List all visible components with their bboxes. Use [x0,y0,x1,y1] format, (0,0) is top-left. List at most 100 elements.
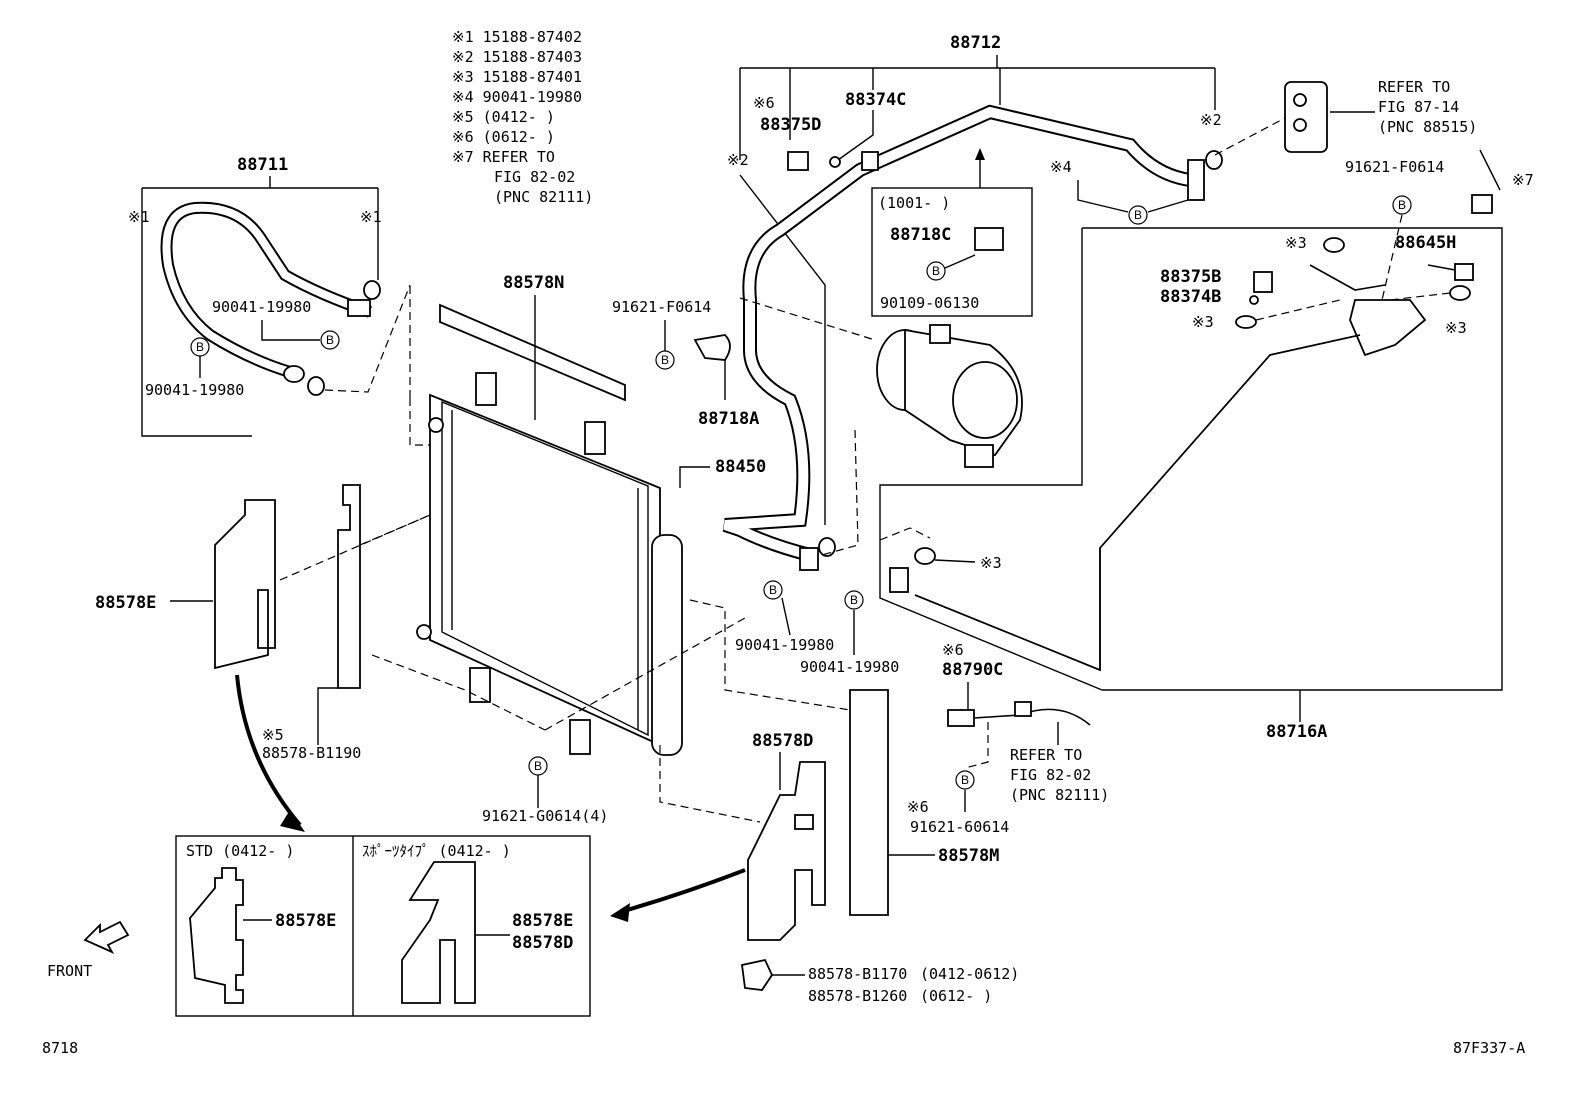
page-code-left: 8718 [42,1039,78,1057]
expansion-valve-group: REFER TO FIG 87-14 (PNC 88515) [1284,78,1477,153]
label-std: STD (0412- ) [186,842,294,860]
label-88711: 88711 [237,155,288,175]
refer-87-line3: (PNC 88515) [1378,118,1477,136]
compressor-rear [952,361,1018,439]
tube-88716A-group: 91621-F0614 B ※7 ※3 88645H 88375B 88374B… [879,149,1534,742]
dash-condenser-b [371,654,546,731]
note-7: ※7 REFER TO [452,148,555,166]
label-x2-b: ※2 [1200,111,1222,129]
variant-frame [175,835,591,1017]
dash-compressor-a [739,297,876,341]
clamp-88718A [693,334,731,361]
label-91621-F0614-a: 91621-F0614 [612,298,711,316]
leader-88645H [1427,264,1456,271]
label-x5: ※5 [262,726,284,744]
fitting-88712-low [799,547,819,571]
dash-to-exp-valve [1214,117,1286,156]
label-x1-right: ※1 [360,208,382,226]
condenser-core [441,400,649,737]
cap-88374C [829,156,841,168]
bolt-label: B [661,353,669,367]
oring-upper [363,280,381,300]
label-B1260-date: (0612- ) [920,987,992,1005]
arrow-head [280,810,305,832]
mount-bolt [428,417,444,433]
seal-88578N [439,303,626,402]
seals-right-group: 88578D 88578M [610,599,999,941]
manifold-block [1349,299,1427,357]
sensor-wire [973,708,1091,726]
label-sport-88578D: 88578D [512,933,573,953]
sport-seal [401,861,476,1004]
notes-block: ※1 15188-87402 ※2 15188-87403 ※3 15188-8… [452,28,593,206]
bolt-icon [1128,205,1148,225]
b1170-group: 88578-B1170 (0412-0612) 88578-B1260 (061… [741,958,1019,1005]
label-88374C: 88374C [845,90,906,110]
side-seals-group: 88578E ※5 88578-B1190 [95,484,431,832]
connector-x7 [1471,194,1493,214]
std-seal-88578E [189,867,244,1004]
bolt-icon [955,770,975,790]
bolt-icon [844,590,864,610]
spacer-B1170 [741,958,774,991]
oring-x3-c [1449,285,1471,301]
refer-82-line2: FIG 82-02 [1010,766,1091,784]
bolt-label: B [1398,198,1406,212]
label-x6-b: ※6 [942,641,964,659]
receiver-drier [651,534,683,756]
label-90041-d: 90041-19980 [800,658,899,676]
note-1: ※1 15188-87402 [452,28,582,46]
bolt-label: B [932,264,940,278]
valve-port [1293,93,1307,107]
label-B1170-date: (0412-0612) [920,965,1019,983]
condenser-frame [451,410,639,730]
label-91621-F0614-b: 91621-F0614 [1345,158,1444,176]
seal-88578-B1190 [337,484,361,689]
valve-port [1293,118,1307,132]
leader-88450 [679,466,710,488]
label-90041-a: 90041-19980 [212,298,311,316]
label-sport-88578E: 88578E [512,911,573,931]
bolt-icon [320,330,340,350]
leader-x3-d [934,559,976,563]
leader-bolt [1147,199,1189,213]
oring-x3-d [914,547,936,565]
seal-88578D [747,761,826,941]
leader-88374C [837,110,874,161]
note-3: ※3 15188-87401 [452,68,582,86]
dash-compressor-b [821,429,859,556]
variant-boxes: STD (0412- ) ｽﾎﾟｰﾂﾀｲﾌﾟ (0412- ) 88578E 8… [175,835,591,1017]
label-x7: ※7 [1512,171,1534,189]
label-88716A: 88716A [1266,722,1327,742]
refer-82-line1: REFER TO [1010,746,1082,764]
sensor-88790C [947,709,975,727]
leader-90041-a [261,320,320,341]
front-arrow-icon [83,920,130,954]
label-x2-a: ※2 [727,151,749,169]
hose-88711-group: 88711 ※1 ※1 90041-19980 B B 90041-19980 [128,155,411,437]
bracket-88712 [739,55,1216,160]
page-code-right: 87F337-A [1453,1039,1525,1057]
label-91621-G0614: 91621-G0614(4) [482,807,608,825]
seal-88578M [849,689,889,916]
bolt-icon [1392,195,1412,215]
bracket-88711 [141,176,379,437]
cap-88374B [1249,295,1259,305]
leader-x4 [1077,180,1129,213]
bracket-bottom-left [469,667,491,703]
arrow-to-std [235,674,302,827]
seal-slot [794,814,814,830]
label-88578N: 88578N [503,273,564,293]
bolt-label: B [534,759,542,773]
condenser-88450 [429,393,661,747]
hose-fitting-lower [283,365,305,383]
valve-core-88375D [787,151,809,171]
label-std-88578E: 88578E [275,911,336,931]
expansion-valve [1284,81,1328,153]
label-88375D: 88375D [760,115,821,135]
refer-87-line1: REFER TO [1378,78,1450,96]
label-x6-a: ※6 [753,94,775,112]
clamp-88718C [974,227,1004,251]
dash-sensor [964,722,989,769]
bracket-top-right [584,421,606,455]
